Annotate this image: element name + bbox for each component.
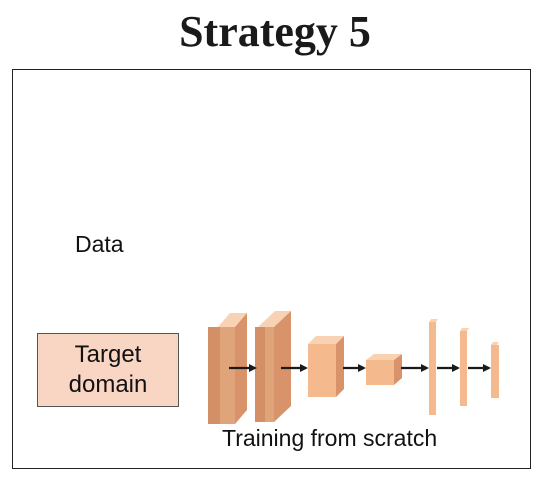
caption: Training from scratch <box>222 425 438 451</box>
fc-layer-1 <box>429 319 438 415</box>
fc-layer-3 <box>491 342 499 398</box>
conv-layer-2 <box>255 311 291 422</box>
conv-layer-1 <box>208 313 247 424</box>
fc-layer-2 <box>460 328 469 406</box>
data-label: Data <box>75 231 124 257</box>
page-title: Strategy 5 <box>179 7 371 56</box>
conv-layer-4 <box>366 354 402 385</box>
target-domain-label: Target domain <box>68 341 148 398</box>
conv-layer-3 <box>308 336 344 397</box>
diagram-frame <box>12 69 531 469</box>
target-domain-box: Target domain <box>37 333 179 407</box>
